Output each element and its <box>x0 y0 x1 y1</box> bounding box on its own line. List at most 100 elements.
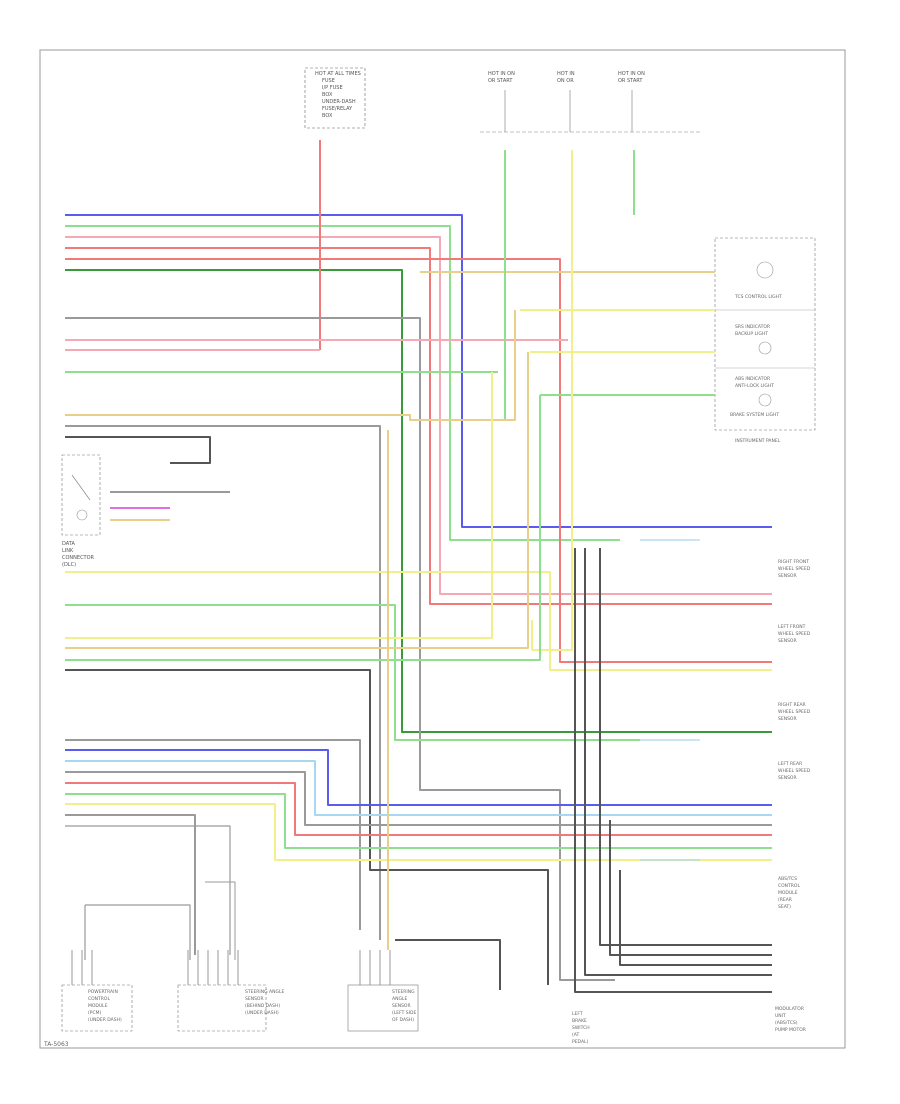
svg-text:STEERING ANGLE: STEERING ANGLE <box>245 989 284 995</box>
wire-36 <box>65 793 772 849</box>
feed-3-line-2: OR START <box>618 78 643 84</box>
wire-39 <box>65 825 231 955</box>
svg-text:MODULE: MODULE <box>88 1003 108 1009</box>
svg-text:LEFT: LEFT <box>572 1011 583 1017</box>
svg-text:POWERTRAIN: POWERTRAIN <box>88 989 118 995</box>
right-components: RIGHT FRONT WHEEL SPEED SENSOR LEFT FRON… <box>775 559 811 1033</box>
top-feeds: HOT IN ON OR START HOT IN ON OR HOT IN O… <box>480 71 700 133</box>
panel-light-1: TCS CONTROL LIGHT <box>734 294 782 300</box>
fuse-box-line-2: FUSE <box>322 78 335 84</box>
footer-code: TA-5063 <box>43 1041 69 1048</box>
svg-text:LEFT FRONT: LEFT FRONT <box>778 624 806 630</box>
wire-43 <box>584 548 772 976</box>
wire-2 <box>65 225 620 541</box>
bottom-components: POWERTRAIN CONTROL MODULE (PCM) (UNDER D… <box>61 984 590 1045</box>
svg-text:SENSOR: SENSOR <box>778 573 797 579</box>
svg-text:SENSOR: SENSOR <box>778 775 797 781</box>
wire-38 <box>65 814 196 955</box>
wire-layer <box>65 140 772 993</box>
feed-1-line-1: HOT IN ON <box>488 71 515 77</box>
wire-28 <box>65 352 529 649</box>
svg-text:PUMP MOTOR: PUMP MOTOR <box>775 1027 806 1033</box>
panel-light-5: ANTI-LOCK LIGHT <box>735 383 774 389</box>
component-lr: LEFT REAR WHEEL SPEED SENSOR <box>778 761 811 781</box>
component-lf: LEFT FRONT WHEEL SPEED SENSOR <box>778 624 811 644</box>
svg-text:MODULATOR: MODULATOR <box>775 1006 804 1012</box>
svg-text:WHEEL SPEED: WHEEL SPEED <box>778 709 811 715</box>
feed-2-line-1: HOT IN <box>557 71 575 77</box>
wire-5 <box>65 258 772 663</box>
component-b2-box <box>177 984 267 1032</box>
dlc-label-1: DATA <box>62 541 75 547</box>
fuse-box-line-5: UNDER-DASH <box>322 99 356 105</box>
top-fuse-box: HOT AT ALL TIMES FUSE I/P FUSE BOX UNDER… <box>304 67 366 129</box>
feed-3-line-1: HOT IN ON <box>618 71 645 77</box>
wire-41 <box>609 820 772 956</box>
fuse-box-line-4: BOX <box>322 92 333 98</box>
wire-9 <box>65 317 615 981</box>
component-rf: RIGHT FRONT WHEEL SPEED SENSOR <box>778 559 811 579</box>
svg-text:(PCM): (PCM) <box>88 1010 101 1016</box>
svg-text:CONTROL: CONTROL <box>88 996 110 1002</box>
wire-34 <box>65 771 772 826</box>
svg-text:CONTROL: CONTROL <box>778 883 800 889</box>
wire-21 <box>65 436 211 464</box>
svg-text:STEERING: STEERING <box>392 989 415 995</box>
wire-32 <box>65 749 772 806</box>
wire-44 <box>574 548 772 993</box>
svg-text:UNIT: UNIT <box>775 1013 786 1019</box>
component-pump: MODULATOR UNIT (ABS/TCS) PUMP MOTOR <box>775 1006 806 1033</box>
wire-6 <box>65 269 772 733</box>
svg-text:SEAT): SEAT) <box>778 904 791 910</box>
fuse-box-line-3: I/P FUSE <box>322 85 343 91</box>
component-module: ABS/TCS CONTROL MODULE (REAR SEAT) <box>778 876 800 910</box>
wire-31 <box>65 739 361 930</box>
svg-text:ANGLE: ANGLE <box>392 996 407 1002</box>
dlc-label-4: (DLC) <box>62 562 76 568</box>
svg-text:(LEFT SIDE: (LEFT SIDE <box>392 1010 416 1016</box>
wire-17 <box>531 150 573 651</box>
svg-text:WHEEL SPEED: WHEEL SPEED <box>778 768 811 774</box>
panel-light-2: SRS INDICATOR <box>735 324 770 330</box>
svg-text:SENSOR: SENSOR <box>778 716 797 722</box>
wire-40 <box>599 548 772 946</box>
svg-text:SENSOR: SENSOR <box>392 1003 411 1009</box>
fuse-box-line-7: BOX <box>322 113 333 119</box>
component-b1-box <box>61 984 133 1032</box>
svg-text:BRAKE: BRAKE <box>572 1018 587 1024</box>
wire-3 <box>65 236 772 595</box>
svg-text:SENSOR: SENSOR <box>245 996 264 1002</box>
wire-47 <box>395 939 501 990</box>
wire-35 <box>65 782 772 836</box>
panel-light-6: BRAKE SYSTEM LIGHT <box>730 412 779 418</box>
fuse-box-line-1: HOT AT ALL TIMES <box>315 71 361 77</box>
wire-30 <box>65 669 549 985</box>
diagram-frame <box>39 49 846 1049</box>
dlc-label-3: CONNECTOR <box>62 555 95 561</box>
svg-text:OF DASH): OF DASH) <box>392 1017 414 1023</box>
svg-text:PEDAL): PEDAL) <box>572 1039 589 1045</box>
panel-light-3: BACKUP LIGHT <box>735 331 768 337</box>
svg-text:RIGHT REAR: RIGHT REAR <box>778 702 806 708</box>
svg-text:(AT: (AT <box>572 1032 579 1038</box>
svg-text:WHEEL SPEED: WHEEL SPEED <box>778 631 811 637</box>
wire-29 <box>65 395 541 661</box>
svg-text:SENSOR: SENSOR <box>778 638 797 644</box>
svg-text:(UNDER DASH): (UNDER DASH) <box>245 1010 279 1016</box>
wire-37 <box>65 803 772 861</box>
wire-19 <box>65 310 516 421</box>
svg-text:LEFT REAR: LEFT REAR <box>778 761 802 767</box>
instrument-panel: TCS CONTROL LIGHT SRS INDICATOR BACKUP L… <box>714 237 816 444</box>
dlc-label-2: LINK <box>62 548 74 554</box>
wire-33 <box>65 760 772 816</box>
svg-text:RIGHT FRONT: RIGHT FRONT <box>778 559 809 565</box>
svg-text:(UNDER DASH): (UNDER DASH) <box>88 1017 122 1023</box>
svg-text:(BEHIND DASH): (BEHIND DASH) <box>245 1003 280 1009</box>
svg-text:WHEEL SPEED: WHEEL SPEED <box>778 566 811 572</box>
component-b3-box <box>347 984 419 1032</box>
svg-text:MODULE: MODULE <box>778 890 798 896</box>
wire-42 <box>619 870 772 966</box>
feed-2-line-2: ON OR <box>557 78 574 84</box>
